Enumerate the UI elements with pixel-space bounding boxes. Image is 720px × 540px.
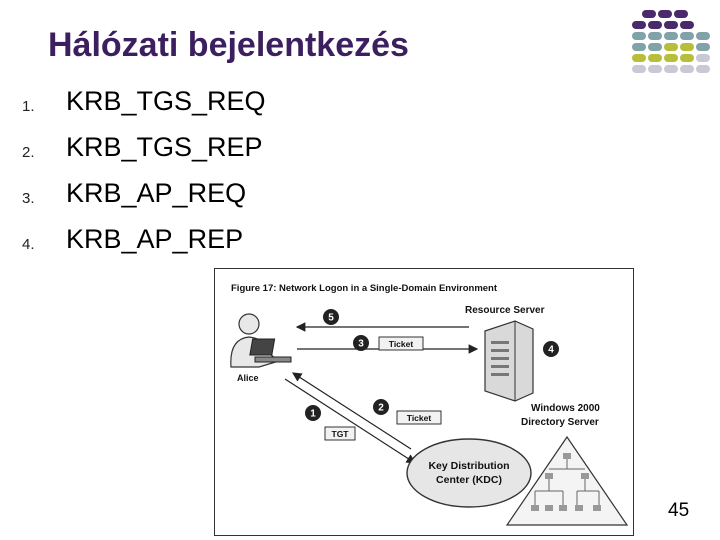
list-text: KRB_AP_REP [66, 224, 244, 254]
decor-dot [680, 43, 694, 51]
step-1-badge [305, 405, 321, 421]
step-3-badge [353, 335, 369, 351]
list-text: KRB_TGS_REP [66, 132, 263, 162]
step-4-number: 4 [548, 345, 554, 356]
decor-dot [696, 43, 710, 51]
kdc-label-line2: Center (KDC) [436, 474, 502, 486]
decor-dot [696, 65, 710, 73]
decor-dot [648, 54, 662, 62]
decor-dot [664, 32, 678, 40]
page-number: 45 [668, 500, 690, 521]
decor-dot [632, 54, 646, 62]
decor-dot [664, 54, 678, 62]
network-logon-figure: Figure 17: Network Logon in a Single-Dom… [214, 268, 634, 536]
decor-dot [680, 21, 694, 29]
kdc-ellipse [406, 438, 532, 508]
list-number: 2. [22, 144, 35, 161]
figure-caption: Figure 17: Network Logon in a Single-Dom… [231, 283, 498, 294]
decor-dot [648, 65, 662, 73]
directory-tree-icon [505, 435, 629, 526]
decor-dot [632, 21, 646, 29]
decor-dot [632, 32, 646, 40]
decor-dot [642, 10, 656, 18]
list-text: KRB_TGS_REQ [66, 86, 266, 116]
list-number: 4. [22, 236, 35, 253]
tgt-tag [324, 426, 356, 441]
decor-dot [632, 43, 646, 51]
decor-dot [648, 21, 662, 29]
ticket-label-2: Ticket [407, 413, 432, 423]
decor-dot [674, 10, 688, 18]
decor-dot [696, 54, 710, 62]
ticket-tag [378, 336, 424, 351]
step-5-number: 5 [328, 313, 334, 324]
decor-dot [664, 65, 678, 73]
decor-dot [680, 65, 694, 73]
server-icon [484, 320, 534, 402]
decor-dot [664, 21, 678, 29]
list-number: 1. [22, 98, 35, 115]
list-number: 3. [22, 190, 35, 207]
slide-title: Hálózati bejelentkezés [48, 26, 409, 64]
directory-server-label-line2: Directory Server [521, 417, 599, 428]
step-3-number: 3 [358, 339, 364, 350]
decor-dot [680, 54, 694, 62]
directory-server-label-line1: Windows 2000 [531, 403, 600, 414]
decor-dot [658, 10, 672, 18]
resource-server-label: Resource Server [465, 305, 545, 316]
step-1-number: 1 [310, 409, 316, 420]
tgt-label: TGT [332, 429, 350, 439]
decor-dot [680, 32, 694, 40]
alice-user-icon [230, 313, 292, 368]
kdc-label-line1: Key Distribution [428, 460, 509, 472]
decor-dot [632, 65, 646, 73]
decor-dot [696, 32, 710, 40]
step-2-number: 2 [378, 403, 384, 414]
ticket-label-3: Ticket [389, 339, 414, 349]
step-2-badge [373, 399, 389, 415]
network-logon-diagram: Figure 17: Network Logon in a Single-Dom… [230, 283, 629, 526]
list-text: KRB_AP_REQ [66, 178, 247, 208]
alice-label: Alice [237, 373, 259, 383]
step-4-badge [543, 341, 559, 357]
step-5-badge [323, 309, 339, 325]
ticket-tag [396, 410, 442, 425]
decor-dot [664, 43, 678, 51]
decor-dot [648, 43, 662, 51]
decor-dot [648, 32, 662, 40]
